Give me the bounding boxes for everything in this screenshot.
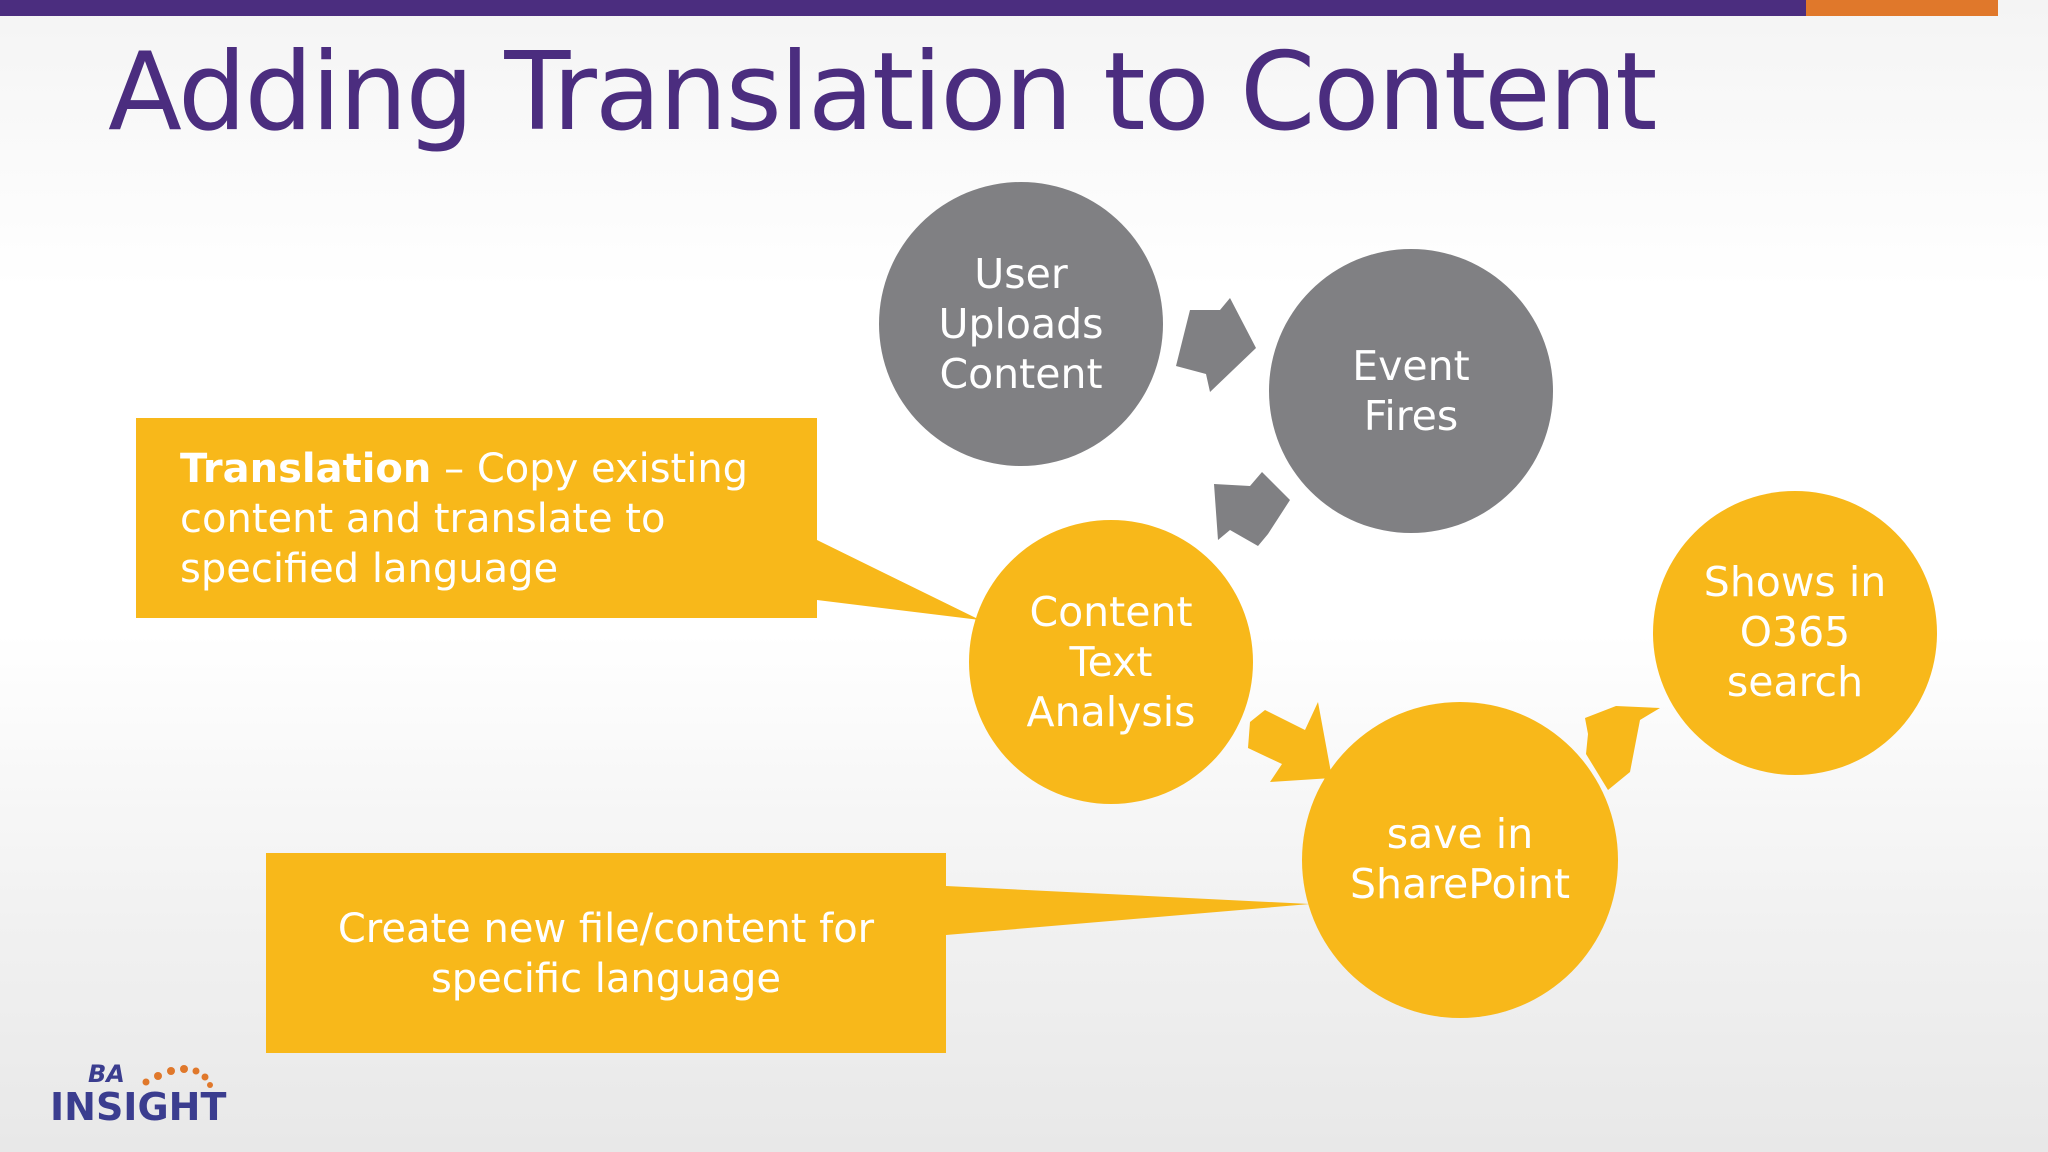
top-purple-bar — [0, 0, 1806, 16]
top-orange-accent — [1806, 0, 1998, 16]
node-content-text-analysis: Content Text Analysis — [969, 520, 1253, 804]
node-analysis-line3: Analysis — [1027, 688, 1196, 736]
node-user-uploads-line3: Content — [939, 350, 1102, 398]
node-event-fires: Event Fires — [1269, 249, 1553, 533]
node-shows-o365: Shows in O365 search — [1653, 491, 1937, 775]
callout-translation-line2: content and translate to — [180, 496, 665, 542]
node-shows-line2: O365 — [1740, 608, 1851, 656]
arrow-upload-to-event — [1176, 298, 1256, 392]
node-event-fires-line1: Event — [1352, 342, 1469, 390]
callout-translation-rest: – Copy existing — [431, 446, 748, 492]
node-shows-circle — [1653, 491, 1937, 775]
callout-create-line1: Create new file/content for — [338, 906, 875, 952]
logo-ba-text: BA — [88, 1060, 125, 1088]
callout-translation-pointer — [817, 540, 980, 620]
callout-create-line2: specific language — [431, 956, 781, 1002]
callout-translation-line1: Translation – Copy existing — [180, 446, 748, 492]
callout-create-pointer — [946, 886, 1310, 935]
node-save-line1: save in — [1387, 810, 1533, 858]
node-shows-line3: search — [1727, 658, 1863, 706]
node-user-uploads: User Uploads Content — [879, 182, 1163, 466]
node-save-circle — [1302, 702, 1618, 1018]
ba-insight-logo: BA INSIGHT — [50, 1060, 226, 1129]
node-shows-line1: Shows in — [1704, 558, 1886, 606]
callout-translation-line3: specified language — [180, 546, 558, 592]
logo-insight-text: INSIGHT — [50, 1085, 226, 1129]
node-event-fires-circle — [1269, 249, 1553, 533]
callout-translation-box — [136, 418, 817, 618]
arrow-event-to-analysis — [1214, 472, 1290, 546]
callout-translation-bold: Translation — [180, 446, 431, 492]
node-analysis-line2: Text — [1069, 638, 1153, 686]
node-user-uploads-line1: User — [974, 250, 1068, 298]
callout-translation: Translation – Copy existing content and … — [136, 418, 980, 620]
node-analysis-line1: Content — [1029, 588, 1192, 636]
node-analysis-circle — [969, 520, 1253, 804]
node-save-sharepoint: save in SharePoint — [1302, 702, 1618, 1018]
dotted-arc-icon — [142, 1065, 213, 1088]
node-save-line2: SharePoint — [1350, 860, 1570, 908]
node-event-fires-line2: Fires — [1364, 392, 1459, 440]
node-user-uploads-line2: Uploads — [938, 300, 1103, 348]
arrow-analysis-to-save — [1248, 702, 1332, 782]
arrow-save-to-shows — [1585, 706, 1660, 790]
callout-create-new: Create new file/content for specific lan… — [266, 853, 1310, 1053]
callout-create-box — [266, 853, 946, 1053]
node-user-uploads-circle — [879, 182, 1163, 466]
slide-title: Adding Translation to Content — [108, 30, 1657, 155]
